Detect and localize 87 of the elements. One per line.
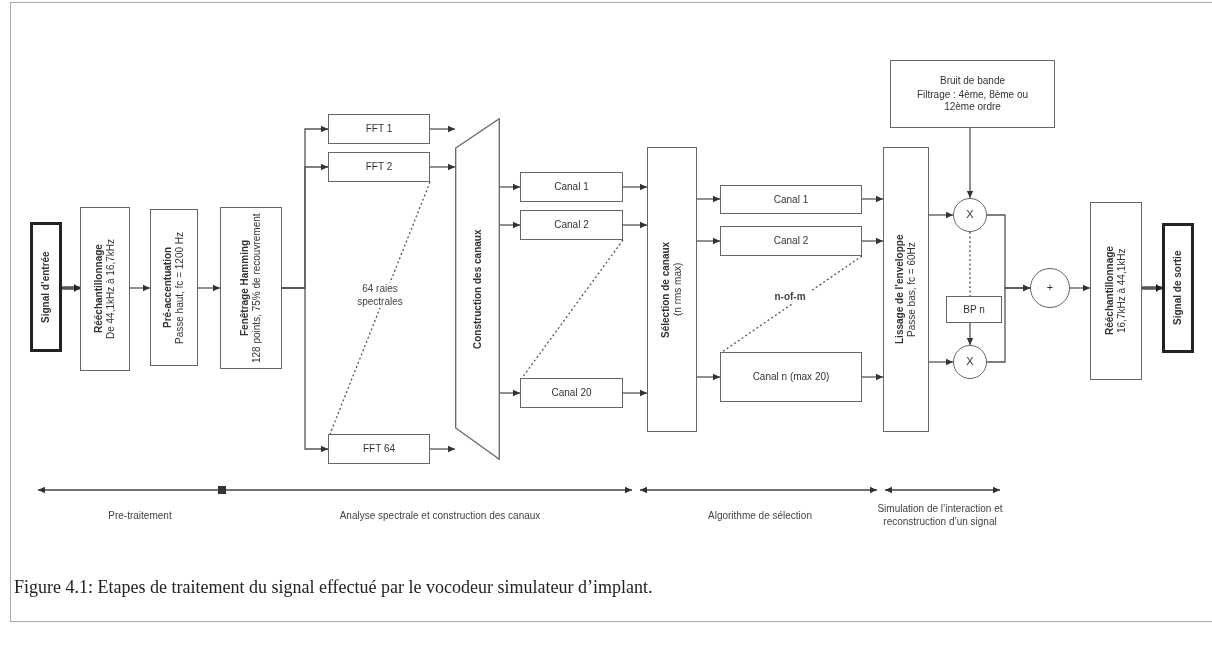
channel-box (520, 172, 623, 202)
box-label: Canal 2 (554, 219, 589, 231)
noise-source-box (890, 60, 1055, 128)
arrow (928, 358, 954, 366)
arrow (499, 183, 521, 191)
box-label: Signal de sortie (1172, 250, 1184, 326)
arrow (281, 287, 329, 453)
operator-symbol: X (966, 208, 974, 222)
box-label: Canal 1 (554, 181, 589, 193)
box-label: Canal 2 (773, 235, 809, 247)
box-label: Construction des canaux (471, 229, 484, 349)
box-title: Bruit de bande (938, 75, 1007, 87)
arrow (861, 237, 884, 245)
arrow (622, 389, 648, 397)
dotted-connector (521, 239, 624, 379)
phase-label: Simulation de l’interaction et reconstruction d’un signal (876, 503, 1004, 528)
box-title: Pré-accentuation (162, 246, 174, 329)
box-title: Rééchantillonnage (93, 244, 105, 334)
arrow (62, 284, 80, 292)
box-label: Canal 20 (551, 387, 592, 399)
phase-label: Pre-traitement (107, 510, 173, 523)
channel-box (720, 185, 862, 214)
operator-symbol: + (1046, 281, 1054, 295)
process-box (80, 207, 130, 371)
box-label: Canal n (max 20) (752, 371, 830, 383)
process-box (647, 147, 697, 432)
figure-caption: Figure 4.1: Etapes de traitement du signal effectué par le vocodeur simulateur d’implant. (14, 577, 653, 598)
arrow (622, 221, 648, 229)
arrow (429, 445, 456, 453)
box-subtitle: 128 points, 75% de recouvrement (251, 213, 263, 363)
arrow (986, 284, 1031, 363)
arrow (197, 284, 221, 292)
summing-circle (1030, 268, 1070, 308)
box-label: FFT 64 (362, 443, 395, 455)
box-subtitle: (n rms max) (672, 262, 684, 317)
box-label: FFT 1 (365, 123, 393, 135)
process-box (1090, 202, 1142, 380)
arrow (622, 183, 648, 191)
box-title: Fenêtrage Hamming (239, 239, 251, 337)
signal-terminal-box (1162, 223, 1194, 353)
arrow (129, 284, 151, 292)
channel-box (720, 352, 862, 402)
box-subtitle: Passe bas, fc = 60Hz (906, 242, 918, 337)
channel-box (720, 226, 862, 256)
channel-box (520, 378, 623, 408)
box-label: FFT 2 (365, 161, 393, 173)
box-label: BP n (963, 303, 985, 316)
arrow (966, 127, 974, 199)
box-label: Signal d’entrée (40, 251, 52, 323)
arrow (499, 221, 521, 229)
arrow (928, 211, 954, 219)
trapezoid-block (455, 118, 500, 460)
box-subtitle: De 44,1kHz à 16,7kHz (105, 238, 117, 340)
arrow (429, 125, 456, 133)
dotted-connector (721, 255, 863, 353)
arrow (696, 195, 721, 203)
fft-box (328, 114, 430, 144)
operator-symbol: X (966, 355, 974, 369)
dotted-connector (329, 181, 431, 435)
arrow (1142, 284, 1162, 292)
box-subtitle: Passe haut, fc = 1200 Hz (174, 231, 186, 344)
arrow (966, 322, 974, 346)
box-title: Rééchantillonnage (1104, 246, 1116, 336)
channel-box (520, 210, 623, 240)
fft-box (328, 434, 430, 464)
arrow (861, 195, 884, 203)
arrow (499, 389, 521, 397)
process-box (883, 147, 929, 432)
arrow (861, 373, 884, 381)
box-subtitle: Filtrage : 4ème, 8ème ou 12ème ordre (915, 89, 1030, 113)
multiplier-circle (953, 198, 987, 232)
arrow (696, 237, 721, 245)
arrow (1069, 284, 1091, 292)
arrow (696, 373, 721, 381)
arrow (429, 163, 456, 171)
box-label: Canal 1 (773, 193, 809, 206)
process-box (220, 207, 282, 369)
process-box (150, 209, 198, 366)
signal-terminal-box (30, 222, 62, 352)
phase-label: Analyse spectrale et construction des canaux (338, 510, 542, 523)
box-title: Lissage de l’enveloppe (894, 234, 906, 345)
bandpass-box (946, 296, 1002, 323)
box-title: Sélection de canaux (660, 241, 672, 338)
phase-label: Algorithme de sélection (707, 510, 813, 523)
multiplier-circle (953, 345, 987, 379)
box-subtitle: 16,7kHz à 44,1kHz (1116, 248, 1128, 334)
fft-box (328, 152, 430, 182)
